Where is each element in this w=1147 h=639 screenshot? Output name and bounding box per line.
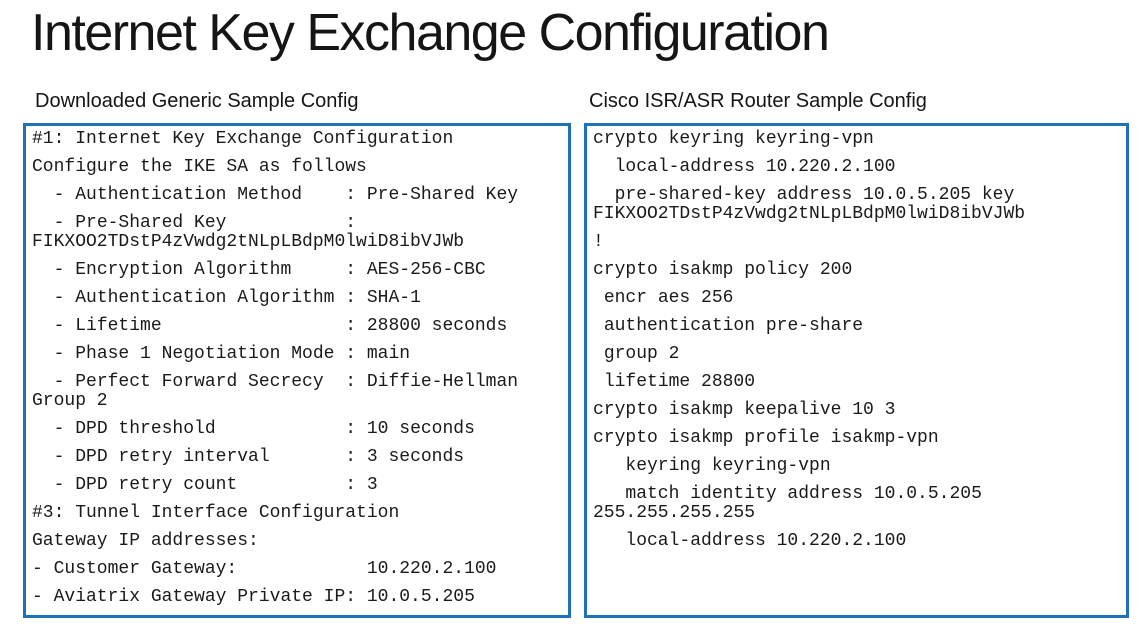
code-line: #1: Internet Key Exchange Configuration <box>32 129 454 149</box>
code-line: local-address 10.220.2.100 <box>593 531 907 551</box>
code-line: - Aviatrix Gateway Private IP: 10.0.5.20… <box>32 587 475 607</box>
code-line: - Encryption Algorithm : AES-256-CBC <box>32 260 486 280</box>
code-line: - DPD retry interval : 3 seconds <box>32 447 465 467</box>
code-line: - Pre-Shared Key : FIKXOO2TDstP4zVwdg2tN… <box>32 213 465 252</box>
code-line: lifetime 28800 <box>593 372 756 392</box>
code-line: encr aes 256 <box>593 288 734 308</box>
cisco-sample-config-box: crypto keyring keyring-vpn local-address… <box>584 123 1129 618</box>
code-line: - Phase 1 Negotiation Mode : main <box>32 344 411 364</box>
code-line: crypto isakmp policy 200 <box>593 260 853 280</box>
code-line: crypto isakmp profile isakmp-vpn <box>593 428 939 448</box>
code-line: - Authentication Algorithm : SHA-1 <box>32 288 421 308</box>
code-line: - DPD retry count : 3 <box>32 475 378 495</box>
code-line: match identity address 10.0.5.205 255.25… <box>593 484 993 523</box>
page-title: Internet Key Exchange Configuration <box>31 4 830 62</box>
code-line: - Customer Gateway: 10.220.2.100 <box>32 559 497 579</box>
code-line: Gateway IP addresses: <box>32 531 259 551</box>
code-line: crypto keyring keyring-vpn <box>593 129 874 149</box>
code-line: authentication pre-share <box>593 316 864 336</box>
code-line: - Perfect Forward Secrecy : Diffie-Hellm… <box>32 372 529 411</box>
code-line: keyring keyring-vpn <box>593 456 831 476</box>
code-line: ! <box>593 232 604 252</box>
code-line: #3: Tunnel Interface Configuration <box>32 503 400 523</box>
code-line: - DPD threshold : 10 seconds <box>32 419 475 439</box>
code-line: - Authentication Method : Pre-Shared Key <box>32 185 519 205</box>
code-line: pre-shared-key address 10.0.5.205 key FI… <box>593 185 1026 224</box>
code-line: group 2 <box>593 344 680 364</box>
right-panel-header: Cisco ISR/ASR Router Sample Config <box>589 90 927 112</box>
code-line: local-address 10.220.2.100 <box>593 157 896 177</box>
left-panel-header: Downloaded Generic Sample Config <box>35 90 359 112</box>
code-line: - Lifetime : 28800 seconds <box>32 316 508 336</box>
code-line: crypto isakmp keepalive 10 3 <box>593 400 896 420</box>
code-line: Configure the IKE SA as follows <box>32 157 367 177</box>
